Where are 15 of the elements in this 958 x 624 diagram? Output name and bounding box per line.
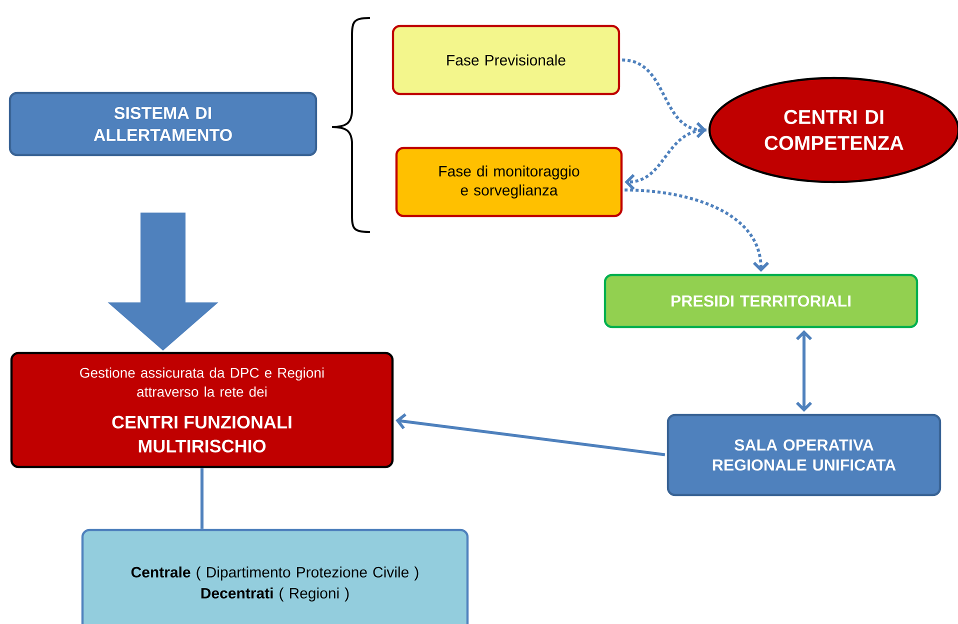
process-box: SISTEMA DI ALLERTAMENTO: [8, 92, 318, 156]
process-box: Gestione assicurata da DPC e Regioni attraverso la rete dei CENTRI FUNZIONALI MULTIRISCHIO: [10, 352, 394, 468]
arrow: [396, 413, 666, 456]
arrow: [796, 330, 812, 412]
dotted-arrow: [624, 188, 770, 272]
dotted-arrow: [624, 128, 707, 190]
process-box: Centrale ( Dipartimento Protezione Civile ) Decentrati ( Regioni ): [81, 528, 469, 624]
process-box: Fase di monitoraggio e sorveglianza: [395, 146, 623, 218]
block-arrow: [108, 212, 218, 351]
process-box: Fase Previsionale: [392, 24, 620, 96]
ellipse-node: CENTRI DI COMPETENZA: [708, 76, 958, 184]
dotted-arrow: [622, 58, 706, 138]
process-box: PRESIDI TERRITORIALI: [604, 274, 918, 328]
process-box: SALA OPERATIVA REGIONALE UNIFICATA: [666, 414, 942, 496]
connector-line: [200, 468, 204, 529]
